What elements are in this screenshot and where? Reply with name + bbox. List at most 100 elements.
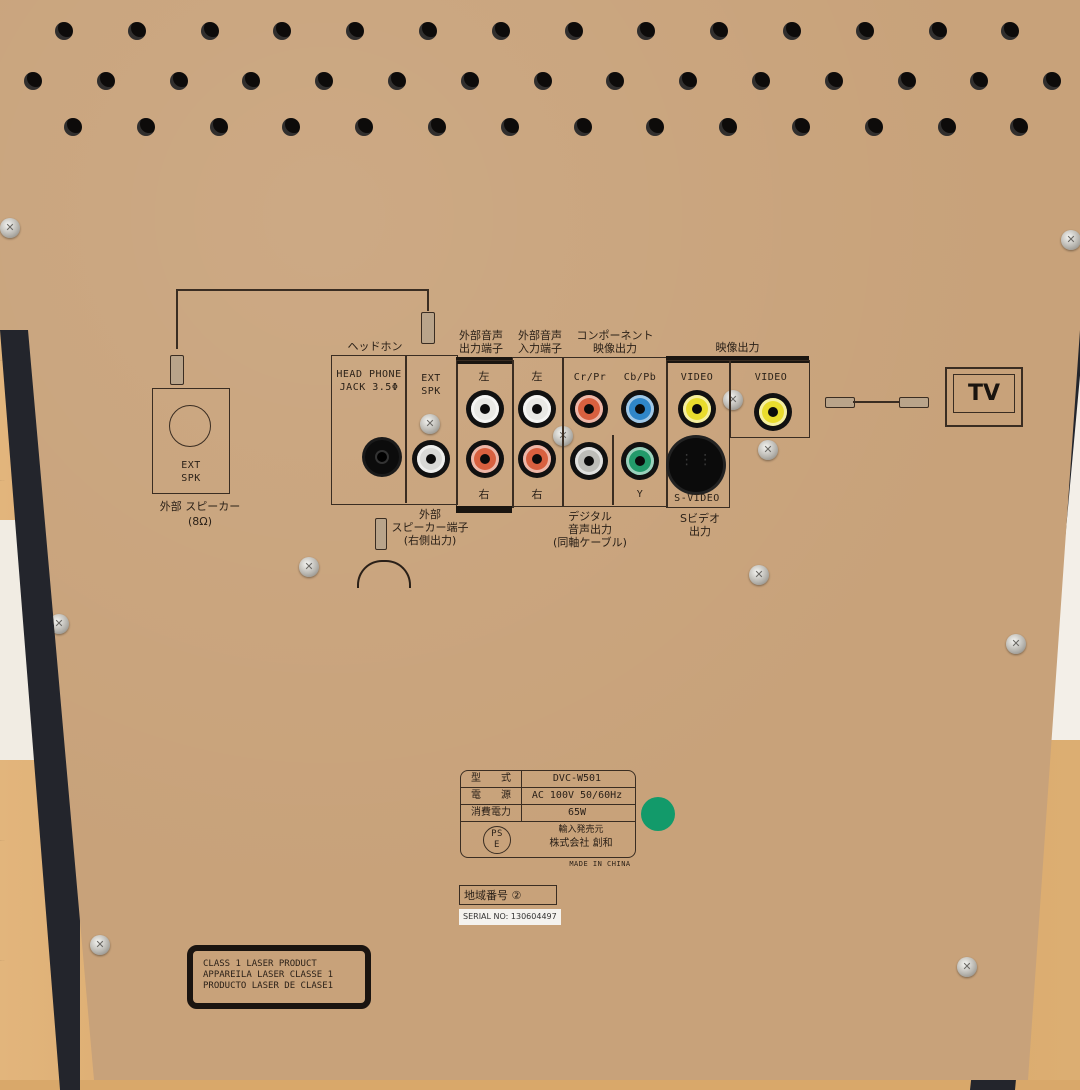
screw	[957, 957, 977, 977]
vent-hole	[928, 22, 947, 40]
video-out-title: 映像出力	[715, 341, 760, 354]
screw	[1006, 634, 1026, 654]
component-cr-jack[interactable]	[570, 390, 608, 428]
impedance-label: (8Ω)	[188, 515, 212, 528]
vent-hole	[355, 118, 374, 136]
vent-hole	[346, 22, 365, 40]
ext-spk-terminal-label: EXT SPK	[421, 373, 441, 397]
component-section	[562, 357, 668, 507]
video-out-jack-2[interactable]	[754, 393, 792, 431]
s-video-jack[interactable]	[669, 438, 723, 492]
rating-row: 型 式 DVC-W501	[461, 771, 635, 788]
rca-plug-icon	[899, 397, 929, 408]
region-code-box: 地域番号 ②	[459, 885, 557, 905]
power-supply-value: AC 100V 50/60Hz	[531, 790, 623, 801]
vent-hole	[315, 72, 334, 90]
vent-hole	[855, 22, 874, 40]
audio-in-right-jack[interactable]	[518, 440, 556, 478]
video-out-section	[666, 360, 730, 508]
screw	[299, 557, 319, 577]
vent-hole	[169, 72, 188, 90]
rating-plate: 型 式 DVC-W501 電 源 AC 100V 50/60Hz 消費電力 65…	[460, 770, 636, 858]
audio-out-right-label: 右	[478, 488, 490, 501]
vent-hole	[273, 22, 292, 40]
component-cb-jack[interactable]	[621, 390, 659, 428]
power-consumption-value: 65W	[567, 807, 587, 818]
laser-warning-label: CLASS 1 LASER PRODUCT APPAREILA LASER CL…	[187, 945, 371, 1009]
vent-hole	[64, 118, 82, 136]
region-label: 地域番号	[464, 889, 508, 902]
vent-hole	[24, 72, 42, 90]
serial-sticker: SERIAL NO: 130604497	[459, 909, 561, 925]
plug-icon	[421, 312, 435, 344]
vent-hole	[792, 118, 810, 136]
audio-out-left-label: 左	[478, 370, 490, 383]
vent-hole	[824, 72, 843, 90]
audio-in-right-label: 右	[531, 488, 543, 501]
green-sticker	[641, 797, 675, 831]
vent-hole	[1001, 22, 1020, 40]
vent-hole	[606, 72, 625, 90]
ext-spk-terminal-caption: 外部 スピーカー端子 (右側出力)	[391, 508, 469, 547]
audio-out-right-jack[interactable]	[466, 440, 504, 478]
audio-out-title: 外部音声 出力端子	[459, 329, 503, 355]
vent-hole	[55, 22, 73, 40]
cable-line	[853, 401, 899, 403]
rca-plug-icon	[825, 397, 855, 408]
vent-hole	[242, 72, 261, 90]
digital-out-caption: デジタル 音声出力 (同軸ケーブル)	[553, 510, 627, 549]
region-code: ②	[511, 889, 522, 902]
vent-hole	[564, 22, 583, 40]
vent-hole	[500, 118, 519, 136]
tv-icon: TV	[945, 367, 1023, 427]
digital-coaxial-jack[interactable]	[570, 442, 608, 480]
screw	[0, 218, 20, 238]
vent-hole	[1010, 118, 1029, 136]
bar	[666, 356, 809, 363]
audio-in-left-label: 左	[531, 370, 543, 383]
screw	[420, 414, 440, 434]
cb-pb-label: Cb/Pb	[623, 372, 657, 383]
vent-hole	[460, 72, 479, 90]
rating-row: 消費電力 65W	[461, 805, 635, 822]
cable-line	[176, 289, 178, 349]
cable-line	[427, 289, 429, 311]
component-title: コンポーネント 映像出力	[576, 329, 654, 355]
laser-line: CLASS 1 LASER PRODUCT	[203, 959, 317, 969]
vent-hole	[864, 118, 883, 136]
component-y-jack[interactable]	[621, 442, 659, 480]
vent-hole	[388, 72, 406, 90]
y-label: Y	[636, 489, 644, 500]
divider	[612, 435, 614, 505]
s-video-label: S-VIDEO	[674, 493, 720, 504]
screw	[1061, 230, 1080, 250]
external-speaker-diagram: EXT SPK	[152, 388, 230, 494]
video-out-jack-1[interactable]	[678, 390, 716, 428]
audio-in-left-jack[interactable]	[518, 390, 556, 428]
speaker-cone-icon	[169, 405, 211, 447]
laser-line: APPAREILA LASER CLASSE 1	[203, 970, 334, 980]
audio-in-title: 外部音声 入力端子	[518, 329, 562, 355]
cable-line	[176, 289, 428, 291]
audio-out-left-jack[interactable]	[466, 390, 504, 428]
vent-hole	[1043, 72, 1062, 90]
vent-hole	[646, 118, 665, 136]
vent-hole	[491, 22, 510, 40]
headphone-section-title: ヘッドホン	[347, 340, 403, 353]
vent-hole	[282, 118, 301, 136]
rating-key: 型 式	[461, 771, 522, 787]
vent-hole	[719, 118, 738, 136]
vent-hole	[419, 22, 437, 40]
importer-title: 輸入発売元	[558, 825, 604, 835]
screw	[90, 935, 110, 955]
headphone-jack[interactable]	[365, 440, 399, 474]
vent-hole	[679, 72, 698, 90]
screw	[749, 565, 769, 585]
vent-hole	[637, 22, 656, 40]
ext-speaker-terminal[interactable]	[412, 440, 450, 478]
vent-hole	[136, 118, 155, 136]
rating-key: 電 源	[461, 788, 522, 804]
vent-hole	[533, 72, 552, 90]
s-video-caption: Sビデオ 出力	[680, 512, 720, 538]
